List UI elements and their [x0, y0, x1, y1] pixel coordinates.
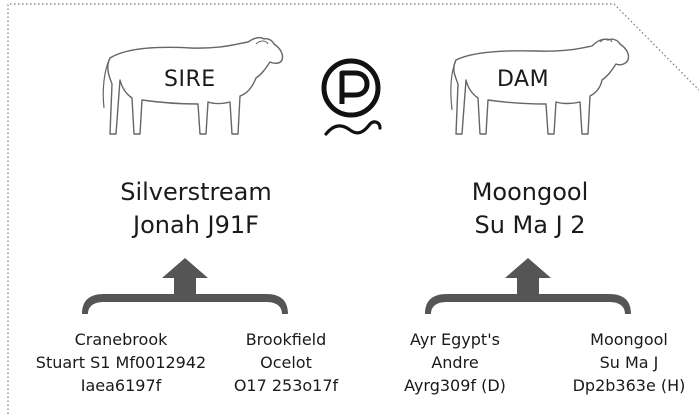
dam-bracket-arrow	[425, 258, 631, 314]
dam-name-line-2: Su Ma J 2	[474, 211, 586, 239]
dam-name-line-1: Moongool	[471, 178, 589, 206]
ancestor-line: Andre	[431, 353, 479, 372]
ancestor-line: Moongool	[590, 330, 668, 349]
sire-name: Silverstream Jonah J91F	[96, 176, 296, 242]
dam-dam-ancestor: Moongool Su Ma J Dp2b363e (H)	[566, 328, 692, 397]
ancestor-line: Su Ma J	[599, 353, 659, 372]
polled-p-icon	[318, 58, 388, 148]
cow-outline-icon	[450, 38, 630, 135]
sire-bracket-arrow	[82, 258, 288, 314]
bull-outline-icon	[102, 36, 284, 135]
ancestor-line: Dp2b363e (H)	[572, 376, 686, 395]
dam-label: DAM	[497, 67, 550, 92]
ancestor-line: Ocelot	[260, 353, 312, 372]
dam-sire-ancestor: Ayr Egypt's Andre Ayrg309f (D)	[390, 328, 520, 397]
dam-cow-illustration	[442, 30, 642, 150]
ancestor-line: Brookfield	[245, 330, 327, 349]
ancestor-line: O17 253o17f	[233, 376, 339, 395]
sire-cow-illustration	[96, 30, 296, 150]
sire-sire-ancestor: Cranebrook Stuart S1 Mf0012942 Iaea6197f	[16, 328, 226, 397]
sire-dam-ancestor: Brookfield Ocelot O17 253o17f	[226, 328, 346, 397]
ancestor-line: Ayr Egypt's	[410, 330, 500, 349]
sire-name-line-1: Silverstream	[120, 178, 272, 206]
ancestor-line: Cranebrook	[74, 330, 168, 349]
ancestor-line: Iaea6197f	[80, 376, 162, 395]
dam-name: Moongool Su Ma J 2	[430, 176, 630, 242]
sire-label: SIRE	[164, 67, 216, 92]
ancestor-line: Stuart S1 Mf0012942	[35, 353, 207, 372]
ancestor-line: Ayrg309f (D)	[404, 376, 506, 395]
sire-name-line-2: Jonah J91F	[133, 211, 259, 239]
